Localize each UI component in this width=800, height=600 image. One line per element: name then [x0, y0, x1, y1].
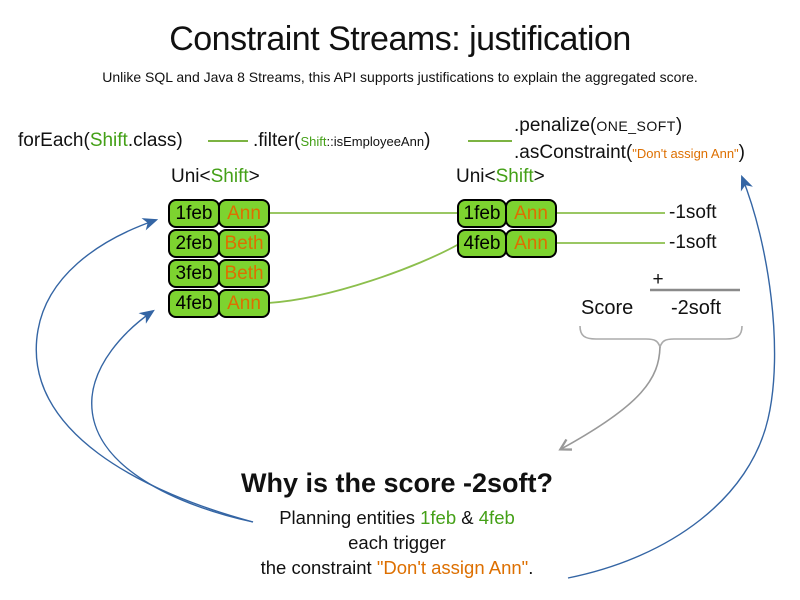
- score-to-why-arrow: [558, 346, 661, 451]
- filtered-row-1feb: 1feb Ann: [457, 199, 557, 228]
- explanation-line-2: each trigger: [348, 532, 446, 553]
- foreach-post: .class): [127, 130, 183, 151]
- shift-date-cell: 4feb: [168, 289, 220, 318]
- stream-line-4feb: [267, 243, 460, 304]
- shift-date-cell: 2feb: [168, 229, 220, 258]
- code-filter: .filter(Shift::isEmployeeAnn): [253, 130, 430, 152]
- explanation-line-1: Planning entities 1feb & 4feb: [279, 507, 515, 528]
- right-stream-type-label: Uni<Shift>: [456, 166, 545, 187]
- filter-pre: .filter(: [253, 130, 301, 151]
- foreach-pre: forEach(: [18, 130, 90, 151]
- shift-employee-cell: Beth: [218, 229, 270, 258]
- shift-row-3feb: 3feb Beth: [168, 259, 270, 288]
- slide-title: Constraint Streams: justification: [169, 20, 631, 58]
- code-asconstraint: .asConstraint("Don't assign Ann"): [514, 142, 745, 164]
- shift-row-4feb: 4feb Ann: [168, 289, 270, 318]
- shift-row-2feb: 2feb Beth: [168, 229, 270, 258]
- constraint-name: "Don't assign Ann": [376, 557, 529, 578]
- score-label: Score: [581, 297, 634, 319]
- shift-employee-cell: Ann: [505, 199, 557, 228]
- penalize-pre: .penalize(: [514, 115, 597, 136]
- entity-4feb: 4feb: [478, 507, 515, 528]
- penalize-arg: ONE_SOFT: [596, 118, 676, 134]
- shift-date-cell: 1feb: [168, 199, 220, 228]
- score-total: -2soft: [671, 297, 722, 319]
- shift-employee-cell: Beth: [218, 259, 270, 288]
- filtered-row-4feb: 4feb Ann: [457, 229, 557, 258]
- code-penalize: .penalize(ONE_SOFT): [514, 115, 682, 137]
- slide-subtitle: Unlike SQL and Java 8 Streams, this API …: [102, 69, 698, 85]
- shift-date-cell: 3feb: [168, 259, 220, 288]
- shift-employee-cell: Ann: [218, 289, 270, 318]
- score-brace: [579, 325, 743, 350]
- explanation-line-3: the constraint "Don't assign Ann".: [260, 557, 534, 578]
- shift-row-1feb: 1feb Ann: [168, 199, 270, 228]
- code-foreach: forEach(Shift.class): [18, 130, 183, 152]
- penalty-value-1: -1soft: [669, 202, 717, 223]
- left-stream-type-label: Uni<Shift>: [171, 166, 260, 187]
- foreach-class: Shift: [89, 130, 128, 151]
- shift-employee-cell: Ann: [505, 229, 557, 258]
- filter-post: ): [424, 130, 431, 151]
- penalize-post: ): [675, 115, 683, 136]
- asconstraint-post: ): [738, 142, 745, 163]
- filter-arg-class: Shift: [300, 134, 327, 149]
- shift-employee-cell: Ann: [218, 199, 270, 228]
- entity-1feb: 1feb: [420, 507, 457, 528]
- shift-date-cell: 4feb: [457, 229, 507, 258]
- asconstraint-arg: "Don't assign Ann": [632, 146, 739, 161]
- plus-sign: +: [652, 269, 664, 290]
- why-heading: Why is the score -2soft?: [240, 468, 554, 498]
- shift-date-cell: 1feb: [457, 199, 507, 228]
- filter-arg-method: ::isEmployeeAnn: [326, 134, 425, 149]
- penalty-value-2: -1soft: [669, 232, 717, 253]
- asconstraint-pre: .asConstraint(: [514, 142, 633, 163]
